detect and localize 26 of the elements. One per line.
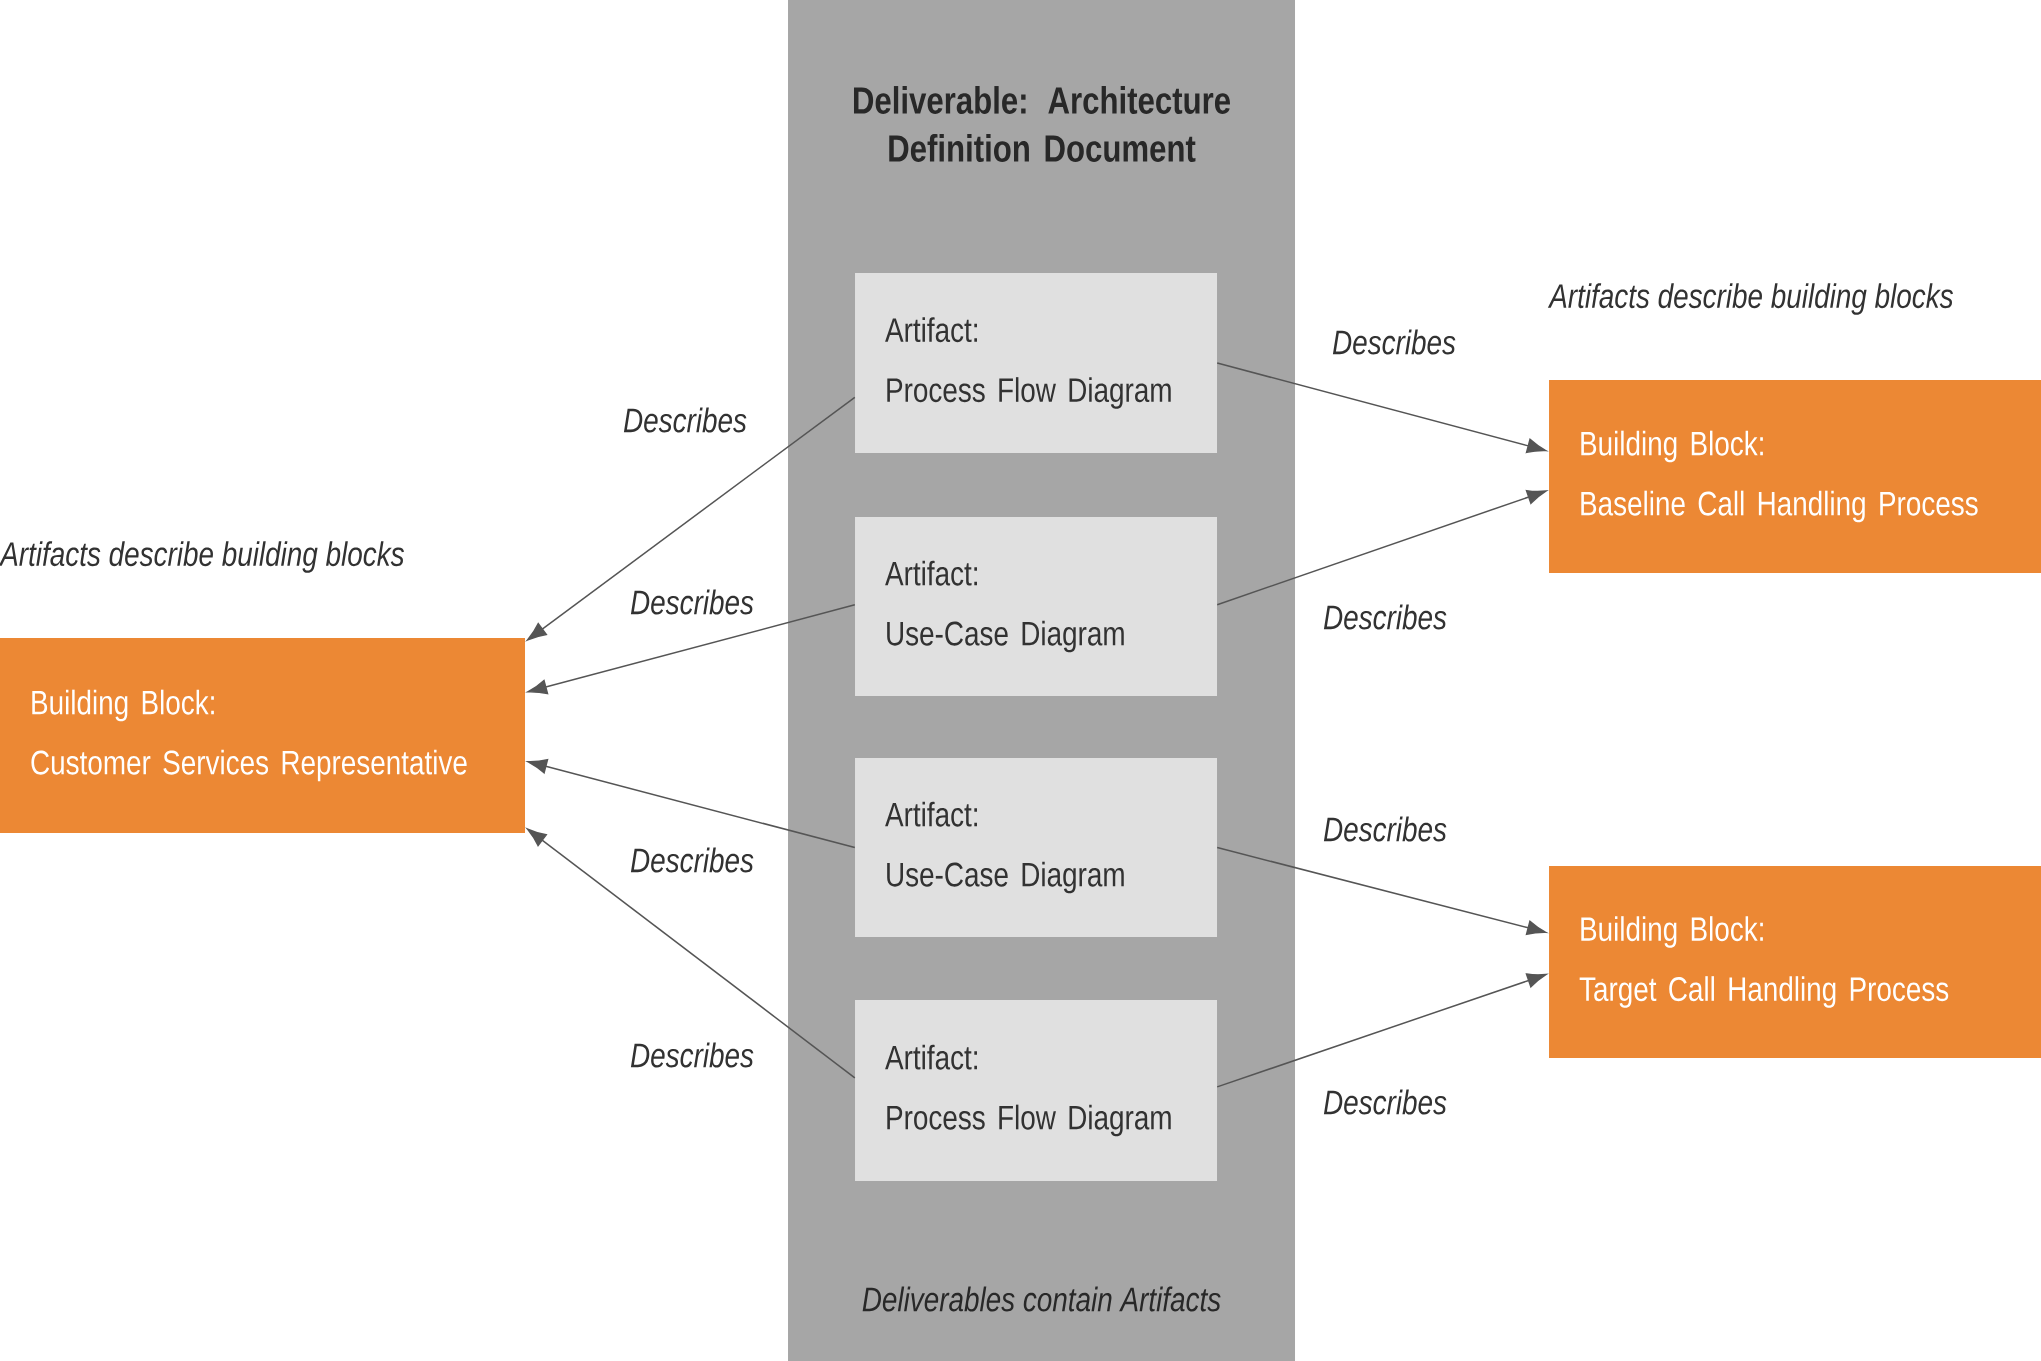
- edge-label: Describes: [628, 1040, 756, 1070]
- arrow: [527, 828, 856, 1079]
- edge-label: Describes: [1321, 814, 1449, 844]
- node-label: Artifacts describe building blocks: [1547, 283, 1954, 315]
- building-block-box: Building Block: Baseline Call Handling Process: [1549, 380, 2041, 573]
- edge-label: Describes: [628, 587, 756, 617]
- edge-label: Describes: [1321, 1087, 1449, 1117]
- edge-label: Describes: [621, 405, 749, 435]
- arrow: [1216, 846, 1547, 936]
- artifact-box: Artifact: Process Flow Diagram: [855, 273, 1217, 453]
- building-block-box: Building Block: Customer Services Representative: [0, 638, 525, 833]
- edge-label: Describes: [1330, 327, 1458, 357]
- artifact-box: Artifact: Use-Case Diagram: [855, 517, 1217, 696]
- heading: Deliverable: Architecture Definition Document: [854, 86, 1230, 162]
- arrow: [527, 603, 856, 695]
- arrow: [527, 396, 856, 641]
- arrow: [527, 759, 856, 849]
- building-block-box: Building Block: Target Call Handling Process: [1549, 866, 2041, 1058]
- edge-label: Describes: [628, 845, 756, 875]
- edge-label: Describes: [1321, 602, 1449, 632]
- arrow: [1216, 973, 1547, 1088]
- artifact-box: Artifact: Process Flow Diagram: [855, 1000, 1217, 1181]
- arrow: [1216, 362, 1547, 454]
- arrow: [1216, 489, 1547, 606]
- footer-text: Deliverables contain Artifacts: [862, 1286, 1221, 1312]
- artifact-box: Artifact: Use-Case Diagram: [855, 758, 1217, 937]
